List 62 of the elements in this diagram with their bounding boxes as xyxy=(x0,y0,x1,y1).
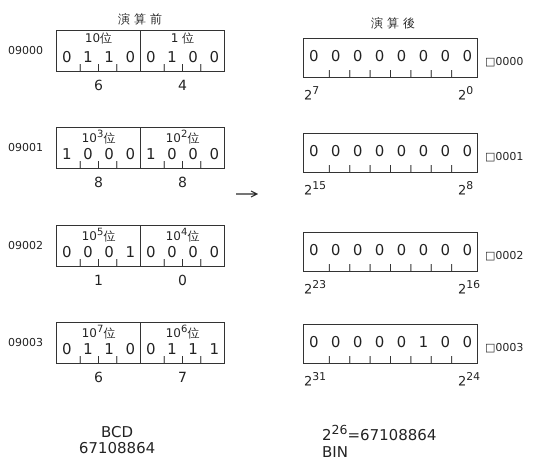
bit-values: 0 1 1 0 xyxy=(62,49,135,66)
digit-place-label: 10位 xyxy=(84,31,114,45)
code-label: BIN xyxy=(322,444,348,461)
channel-label: 09003 xyxy=(8,336,43,349)
bit-weight-label: 2$^{24}$ xyxy=(458,369,480,390)
digit-place-label: 1 位 xyxy=(170,31,196,45)
bit-weight-label: 2$^{0}$ xyxy=(458,83,474,104)
decimal-digit: 7 xyxy=(177,371,188,385)
bit-values: 0 1 1 0 xyxy=(62,341,135,358)
register-half xyxy=(140,30,225,72)
bit-weight-label: 2$^{8}$ xyxy=(458,178,474,198)
bit-weight-label: 2$^{31}$ xyxy=(304,369,326,390)
value-label: 67108864 xyxy=(78,440,156,457)
digit-place-label: 10$^{5}$位 xyxy=(80,226,116,243)
channel-label: □0000 xyxy=(485,55,524,68)
register-half xyxy=(56,127,141,169)
bit-values: 0 0 0 1 xyxy=(62,244,135,261)
bit-values: 0 0 0 0 0 1 0 0 xyxy=(309,334,472,351)
channel-label: 09000 xyxy=(8,44,43,57)
decimal-digit: 0 xyxy=(177,274,188,288)
channel-label: □0001 xyxy=(485,150,524,163)
bit-values: 0 0 0 0 0 0 0 0 xyxy=(309,48,472,65)
decimal-digit: 8 xyxy=(93,176,104,190)
bit-values: 0 0 0 0 0 0 0 0 xyxy=(309,242,472,259)
digit-place-label: 10$^{4}$位 xyxy=(164,226,200,243)
bit-values: 0 1 1 1 xyxy=(146,341,219,358)
decimal-digit: 1 xyxy=(93,274,104,288)
column-heading: 演 算 後 xyxy=(370,16,416,30)
value-label: 2$^{26}$=67108864 xyxy=(322,421,436,444)
digit-place-label: 10$^{2}$位 xyxy=(164,128,200,145)
bit-values: 1 0 0 0 xyxy=(62,146,135,163)
bit-weight-label: 2$^{15}$ xyxy=(304,178,326,198)
register-half xyxy=(140,322,225,364)
channel-label: □0002 xyxy=(485,249,524,262)
bit-weight-label: 2$^{7}$ xyxy=(304,83,320,104)
decimal-digit: 6 xyxy=(93,371,104,385)
digit-place-label: 10$^{7}$位 xyxy=(80,323,116,340)
bit-values: 0 0 0 0 xyxy=(146,244,219,261)
bit-weight-label: 2$^{16}$ xyxy=(458,277,480,298)
register-half xyxy=(56,225,141,267)
decimal-digit: 6 xyxy=(93,79,104,93)
bit-values: 0 1 0 0 xyxy=(146,49,219,66)
register-half xyxy=(56,322,141,364)
decimal-digit: 4 xyxy=(177,79,188,93)
register-box xyxy=(303,133,478,173)
channel-label: 09002 xyxy=(8,239,43,252)
channel-label: 09001 xyxy=(8,141,43,154)
code-label: BCD xyxy=(100,424,134,441)
register-half xyxy=(140,225,225,267)
bit-values: 0 0 0 0 0 0 0 0 xyxy=(309,143,472,160)
digit-place-label: 10$^{3}$位 xyxy=(80,128,116,145)
register-box xyxy=(303,324,478,364)
column-heading: 演 算 前 xyxy=(117,12,163,26)
channel-label: □0003 xyxy=(485,341,524,354)
register-half xyxy=(140,127,225,169)
digit-place-label: 10$^{6}$位 xyxy=(164,323,200,340)
register-box xyxy=(303,38,478,78)
bit-weight-label: 2$^{23}$ xyxy=(304,277,326,298)
register-box xyxy=(303,232,478,272)
register-half xyxy=(56,30,141,72)
bit-values: 1 0 0 0 xyxy=(146,146,219,163)
decimal-digit: 8 xyxy=(177,176,188,190)
